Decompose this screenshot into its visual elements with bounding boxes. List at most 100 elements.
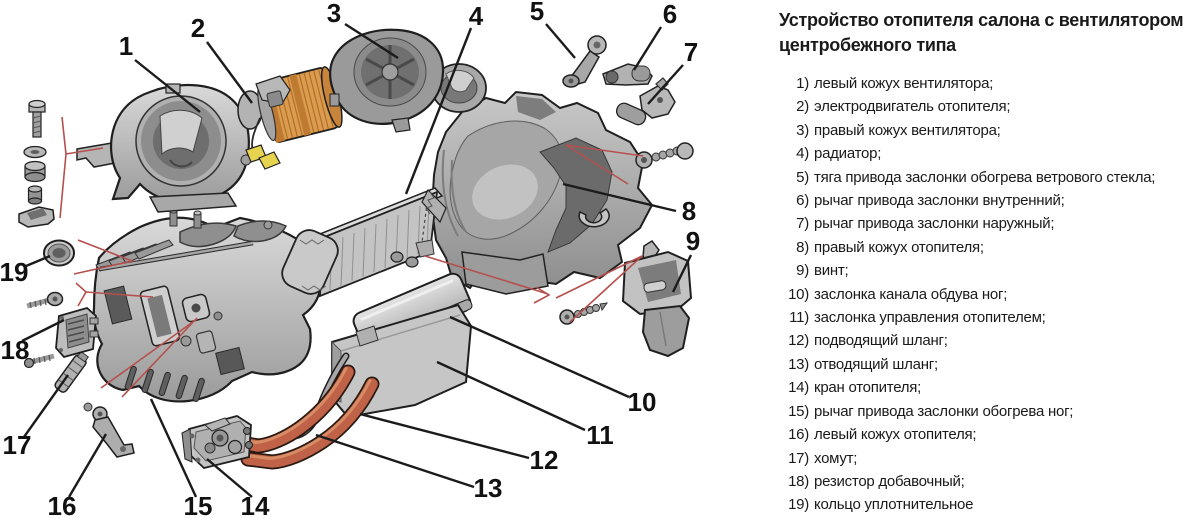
part-bracket-clip: [18, 206, 55, 228]
legend-item: 8)правый кожух отопителя;: [779, 236, 1197, 259]
part-screw-and-washer-lower: [559, 302, 609, 325]
callout-leader-line: [404, 27, 473, 195]
legend-item-label: отводящий шланг;: [814, 355, 938, 373]
part-outer-flap-lever: [615, 77, 676, 126]
part-grommet: [24, 160, 46, 183]
legend-panel: Устройство отопителя салона с вентилятор…: [779, 6, 1197, 517]
legend-list: 1) левый кожух вентилятора; 2) электродвига…: [779, 72, 1197, 517]
callout-leader-line: [562, 182, 677, 213]
callout-number: 3: [327, 0, 341, 28]
legend-item: 7) рычаг привода заслонки наружный;: [779, 212, 1197, 235]
callout-leader-line: [545, 23, 576, 59]
legend-item-number: 11): [789, 309, 809, 327]
legend-item-label: электродвигатель отопителя;: [814, 98, 1011, 116]
legend-item-label: заслонка канала обдува ног;: [814, 285, 1008, 303]
part-washer: [23, 145, 47, 159]
legend-item-label: заслонка управления отопителем;: [814, 309, 1046, 327]
legend-item: 10) заслонка канала обдува ног;: [779, 283, 1197, 306]
legend-item-label: правый кожух отопителя;: [814, 238, 984, 256]
callout-number: 10: [628, 387, 657, 417]
legend-item-number: 7): [796, 215, 809, 233]
callout-number: 13: [474, 473, 503, 503]
part-return-hose: [239, 364, 356, 454]
legend-item-number: 3): [796, 121, 809, 139]
callout-leader-line: [67, 433, 108, 498]
legend-item: 15) рычаг привода заслонки обогрева ног;: [779, 400, 1197, 423]
assembly-pointer-lines: [59, 116, 644, 398]
legend-item: 16) левый кожух отопителя;: [779, 423, 1197, 446]
callout-number: 18: [1, 335, 30, 365]
callout-number: 14: [241, 491, 270, 518]
legend-item-number: 1): [796, 75, 809, 92]
part-windshield-flap-rod: [562, 35, 607, 88]
legend-item-number: 10): [788, 285, 809, 303]
callout-leader-line: [134, 59, 201, 113]
part-resistor: [55, 306, 99, 359]
callout-number: 5: [530, 0, 544, 26]
legend-item: 18)резистор добавочный;: [779, 470, 1197, 493]
callout-leader-line: [436, 360, 586, 432]
legend-item-number: 16): [788, 426, 809, 444]
legend-item-number: 18): [788, 472, 809, 490]
page-title-line1: Устройство отопителя салона с вентилятор…: [779, 10, 1184, 30]
legend-item-number: 2): [796, 98, 809, 116]
legend-item-label: рычаг привода заслонки внутренний;: [814, 192, 1065, 210]
callout-leader-line: [449, 315, 630, 399]
legend-item: 14) кран отопителя;: [779, 376, 1197, 399]
part-heater-motor: [237, 66, 343, 170]
legend-item-label: левый кожух вентилятора;: [814, 75, 994, 92]
part-resistor-screw-top: [26, 291, 64, 309]
callout-number: 6: [663, 0, 677, 29]
legend-item-number: 4): [796, 145, 809, 163]
legend-item-number: 17): [788, 449, 809, 467]
legend-item: 9)винт;: [779, 259, 1197, 282]
part-foot-flap-lever: [83, 402, 135, 458]
part-spacer: [27, 185, 43, 205]
legend-item-label: рычаг привода заслонки наружный;: [814, 215, 1055, 233]
callout-leader-line: [206, 458, 253, 498]
legend-item-label: кран отопителя;: [814, 379, 922, 397]
callout-leader-line: [647, 64, 684, 105]
legend-item-label: левый кожух отопителя;: [814, 426, 977, 444]
callout-number: 7: [684, 37, 698, 67]
callout-leader-line: [344, 22, 399, 60]
legend-item-label: кольцо уплотнительное: [814, 496, 974, 514]
legend-item: 5)тяга привода заслонки обогрева ветрово…: [779, 166, 1197, 189]
callout-number: 12: [530, 445, 559, 475]
legend-item-label: хомут;: [814, 449, 858, 467]
part-c-clip: [578, 208, 610, 228]
callout-number: 1: [119, 31, 133, 61]
legend-item: 11) заслонка управления отопителем;: [779, 306, 1197, 329]
callout-leader-line: [632, 26, 663, 71]
callout-number: 9: [686, 226, 700, 256]
callout-leader-line: [23, 374, 69, 438]
callout-leader-line: [359, 412, 530, 460]
part-right-fan-cover: [329, 28, 445, 133]
callout-number: 8: [682, 196, 696, 226]
page-title-line2: центробежного типа: [779, 35, 956, 55]
legend-item-label: правый кожух вентилятора;: [814, 121, 1001, 139]
legend-item-number: 14): [788, 379, 809, 397]
part-seal-ring: [43, 239, 75, 267]
legend-item: 19) кольцо уплотнительное: [779, 493, 1197, 516]
callout-leader-line: [21, 318, 65, 343]
legend-item: 13)отводящий шланг;: [779, 353, 1197, 376]
legend-item-label: тяга привода заслонки обогрева ветрового…: [814, 168, 1156, 186]
legend-item-label: винт;: [814, 262, 849, 280]
legend-item-number: 15): [788, 402, 809, 420]
legend-item: 4) радиатор;: [779, 142, 1197, 165]
legend-item: 17) хомут;: [779, 447, 1197, 470]
part-bolt: [28, 99, 46, 138]
legend-item-number: 19): [788, 496, 809, 514]
legend-item: 3) правый кожух вентилятора;: [779, 119, 1197, 142]
part-radiator: [281, 187, 447, 298]
callout-leader-line: [149, 398, 198, 498]
callout-leader-line: [206, 41, 253, 104]
page-title: Устройство отопителя салона с вентилятор…: [779, 8, 1197, 58]
part-supply-hose: [240, 376, 380, 470]
callout-leader-line: [671, 254, 693, 293]
legend-item-label: радиатор;: [814, 145, 882, 163]
legend-item-label: рычаг привода заслонки обогрева ног;: [814, 402, 1074, 420]
